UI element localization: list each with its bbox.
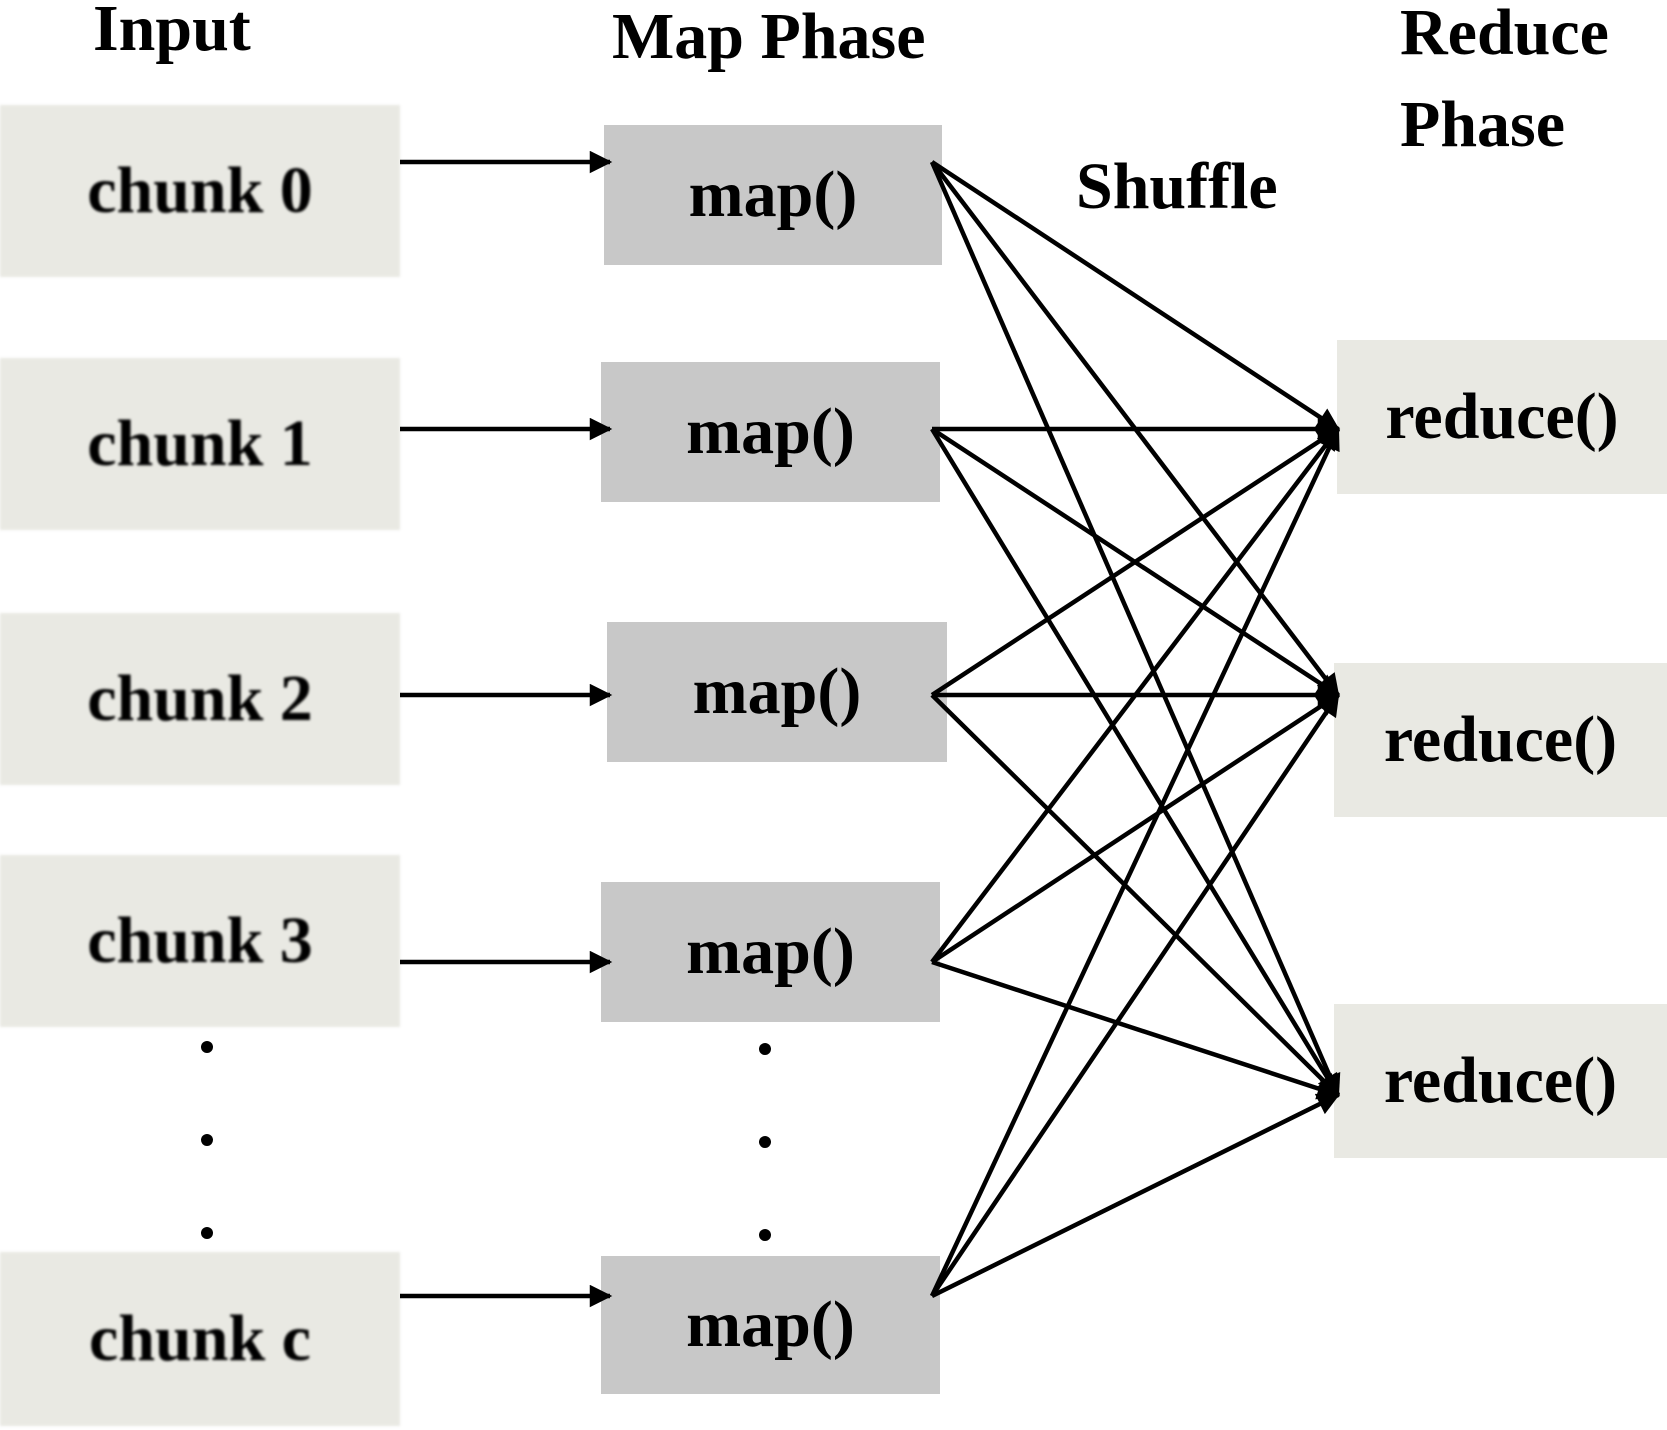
input-chunk-label: chunk 3: [87, 904, 313, 977]
ellipsis-dot: [201, 1041, 213, 1053]
input-chunk-3: chunk 3: [0, 855, 400, 1027]
shuffle-arrow: [929, 426, 1341, 1297]
ellipsis-dot: [759, 1043, 771, 1055]
map-label: map(): [692, 655, 862, 728]
input-chunk-label: chunk 2: [87, 662, 313, 735]
shuffle-header: Shuffle: [1076, 150, 1278, 223]
map-box-1: map(): [601, 362, 940, 502]
shuffle-arrow: [930, 693, 1340, 964]
shuffle-arrow: [930, 427, 1340, 964]
shuffle-arrow: [930, 427, 1340, 1097]
input-chunk-2: chunk 2: [0, 613, 400, 785]
shuffle-arrow: [929, 161, 1341, 1098]
reduce-box-2: reduce(): [1334, 1004, 1667, 1158]
reduce-box-1: reduce(): [1334, 663, 1667, 817]
reduce-header-line2: Phase: [1400, 88, 1565, 161]
shuffle-arrow: [930, 160, 1340, 431]
map-box-3: map(): [601, 882, 940, 1022]
ellipsis-dot: [201, 1227, 213, 1239]
reduce-header-line1: Reduce: [1400, 0, 1609, 69]
input-chunk-c: chunk c: [0, 1252, 400, 1426]
map-box-0: map(): [604, 125, 942, 265]
shuffle-arrow: [931, 959, 1341, 1100]
reduce-label: reduce(): [1383, 703, 1618, 776]
map-phase-header: Map Phase: [612, 0, 926, 73]
input-chunk-1: chunk 1: [0, 358, 400, 530]
ellipsis-dot: [201, 1134, 213, 1146]
reduce-label: reduce(): [1383, 1044, 1618, 1117]
reduce-label: reduce(): [1385, 380, 1619, 453]
reduce-box-0: reduce(): [1337, 340, 1667, 494]
map-box-4: map(): [601, 1256, 940, 1394]
input-chunk-label: chunk 0: [87, 154, 313, 227]
shuffle-arrow: [930, 693, 1340, 1298]
input-header: Input: [93, 0, 251, 65]
shuffle-arrow: [931, 1092, 1341, 1299]
shuffle-arrow: [930, 427, 1340, 697]
map-label: map(): [686, 395, 855, 468]
map-label: map(): [686, 1288, 855, 1361]
map-label: map(): [686, 915, 855, 988]
shuffle-arrow: [930, 693, 1340, 1097]
ellipsis-dot: [759, 1136, 771, 1148]
ellipsis-dot: [759, 1229, 771, 1241]
input-chunk-label: chunk 1: [87, 407, 313, 480]
input-chunk-0: chunk 0: [0, 105, 400, 277]
input-chunk-label: chunk c: [89, 1302, 311, 1375]
map-box-2: map(): [607, 622, 947, 762]
map-label: map(): [688, 158, 858, 231]
